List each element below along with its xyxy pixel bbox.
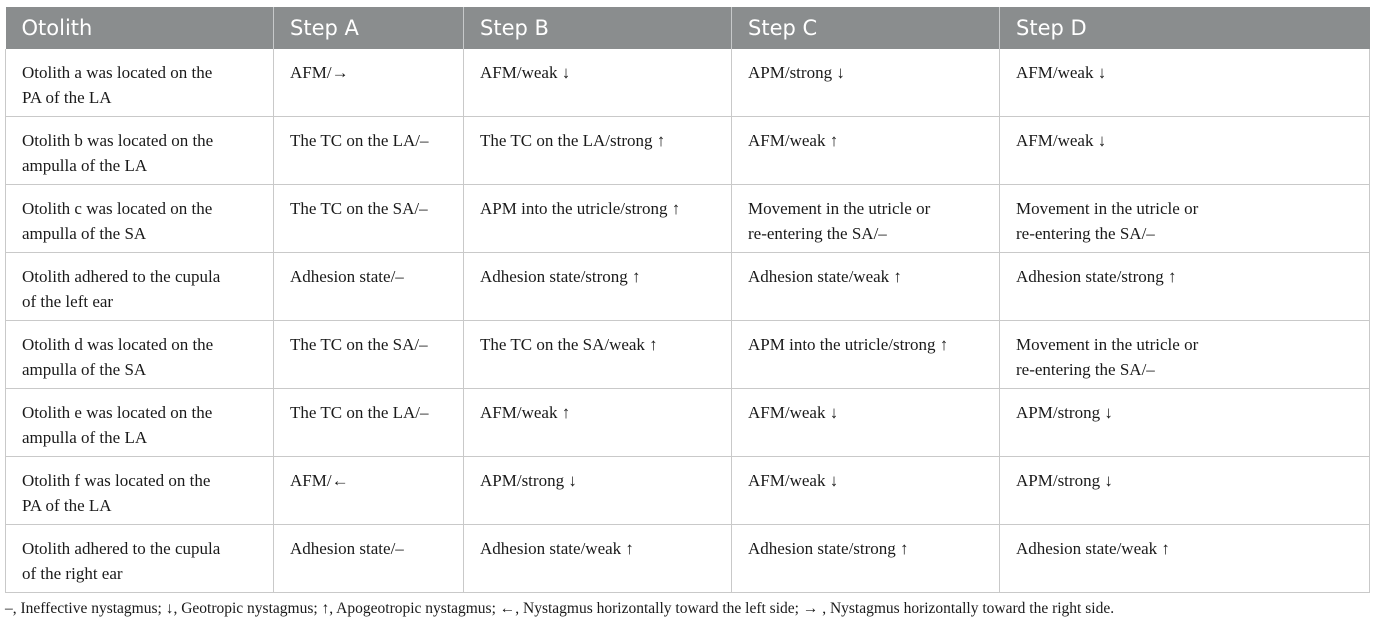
otolith-steps-table: Otolith Step A Step B Step C Step D Otol… [5, 7, 1370, 593]
cell-step-b: The TC on the LA/strong ↑ [463, 116, 732, 185]
cell-step-b: AFM/weak ↓ [463, 49, 732, 117]
cell-step-a: The TC on the SA/– [273, 320, 464, 389]
table-row: Otolith b was located on the ampulla of … [5, 116, 1370, 185]
cell-step-d: AFM/weak ↓ [999, 116, 1370, 185]
cell-step-a: AFM/→ [273, 49, 464, 117]
cell-otolith: Otolith d was located on the ampulla of … [5, 320, 274, 389]
cell-step-b: Adhesion state/weak ↑ [463, 524, 732, 593]
cell-step-d: Movement in the utricle or re-entering t… [999, 320, 1370, 389]
cell-otolith: Otolith adhered to the cupula of the rig… [5, 524, 274, 593]
column-header-step-d: Step D [999, 7, 1370, 49]
cell-step-d: APM/strong ↓ [999, 456, 1370, 525]
cell-otolith: Otolith c was located on the ampulla of … [5, 184, 274, 253]
cell-step-d: Movement in the utricle or re-entering t… [999, 184, 1370, 253]
cell-step-d: Adhesion state/strong ↑ [999, 252, 1370, 321]
cell-step-c: AFM/weak ↓ [731, 456, 1000, 525]
cell-step-d: AFM/weak ↓ [999, 49, 1370, 117]
cell-step-b: APM/strong ↓ [463, 456, 732, 525]
table-footnote: –, Ineffective nystagmus; ↓, Geotropic n… [5, 600, 1115, 617]
cell-otolith: Otolith e was located on the ampulla of … [5, 388, 274, 457]
cell-step-a: Adhesion state/– [273, 524, 464, 593]
cell-step-a: AFM/← [273, 456, 464, 525]
cell-step-c: AFM/weak ↓ [731, 388, 1000, 457]
table-row: Otolith a was located on the PA of the L… [5, 49, 1370, 117]
table-row: Otolith d was located on the ampulla of … [5, 320, 1370, 389]
column-header-otolith: Otolith [5, 7, 274, 49]
cell-step-c: Movement in the utricle or re-entering t… [731, 184, 1000, 253]
table-row: Otolith adhered to the cupula of the lef… [5, 252, 1370, 321]
cell-step-c: Adhesion state/weak ↑ [731, 252, 1000, 321]
cell-otolith: Otolith f was located on the PA of the L… [5, 456, 274, 525]
cell-step-d: APM/strong ↓ [999, 388, 1370, 457]
cell-step-c: APM/strong ↓ [731, 49, 1000, 117]
column-header-step-a: Step A [273, 7, 464, 49]
cell-otolith: Otolith adhered to the cupula of the lef… [5, 252, 274, 321]
cell-step-a: Adhesion state/– [273, 252, 464, 321]
column-header-step-b: Step B [463, 7, 732, 49]
cell-step-b: APM into the utricle/strong ↑ [463, 184, 732, 253]
cell-step-c: AFM/weak ↑ [731, 116, 1000, 185]
cell-step-a: The TC on the LA/– [273, 116, 464, 185]
cell-step-a: The TC on the SA/– [273, 184, 464, 253]
table-row: Otolith f was located on the PA of the L… [5, 456, 1370, 525]
table-row: Otolith adhered to the cupula of the rig… [5, 524, 1370, 593]
cell-step-b: AFM/weak ↑ [463, 388, 732, 457]
cell-step-a: The TC on the LA/– [273, 388, 464, 457]
header-row: Otolith Step A Step B Step C Step D [5, 7, 1370, 49]
table-row: Otolith e was located on the ampulla of … [5, 388, 1370, 457]
cell-step-c: APM into the utricle/strong ↑ [731, 320, 1000, 389]
cell-step-b: Adhesion state/strong ↑ [463, 252, 732, 321]
cell-step-c: Adhesion state/strong ↑ [731, 524, 1000, 593]
column-header-step-c: Step C [731, 7, 1000, 49]
cell-step-d: Adhesion state/weak ↑ [999, 524, 1370, 593]
cell-otolith: Otolith b was located on the ampulla of … [5, 116, 274, 185]
cell-step-b: The TC on the SA/weak ↑ [463, 320, 732, 389]
table-header: Otolith Step A Step B Step C Step D [5, 7, 1370, 49]
table-container: Otolith Step A Step B Step C Step D Otol… [5, 7, 1370, 593]
table-body: Otolith a was located on the PA of the L… [5, 49, 1370, 593]
cell-otolith: Otolith a was located on the PA of the L… [5, 49, 274, 117]
table-row: Otolith c was located on the ampulla of … [5, 184, 1370, 253]
